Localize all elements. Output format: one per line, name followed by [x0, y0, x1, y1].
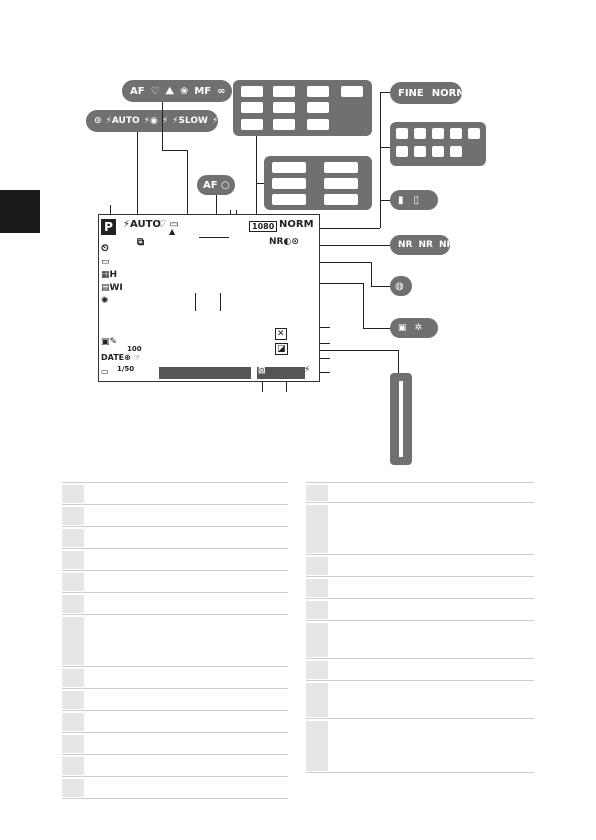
table-number-cell [62, 617, 84, 665]
table-number-cell [306, 601, 328, 619]
af-icon: AF [130, 85, 145, 97]
table-row [62, 549, 288, 571]
continuous-icon: ⧉ [137, 237, 145, 248]
legend-table-left [62, 482, 288, 799]
table-row [306, 503, 534, 555]
focus-mode-indicator: ♡ ▭ [157, 219, 179, 230]
image-size-callout [390, 122, 486, 166]
flash-modes-callout: ⊙ ⚡AUTO ⚡◉ ⚡ ⚡SLOW ⚡ [86, 110, 218, 132]
ev-icon: ◪ [275, 343, 288, 355]
flash-off-icon: ⊙ [94, 116, 102, 126]
table-number-cell [62, 551, 84, 569]
table-number-cell [62, 595, 84, 613]
flash-ready-icon: ⚡ [304, 365, 311, 375]
norm-label: NORM [431, 87, 467, 99]
focus-area-brackets [195, 293, 221, 311]
battery-level-icon: ▭ [101, 367, 109, 376]
table-number-cell [306, 485, 328, 501]
noise-reduction-callout: NR NR NR [390, 235, 453, 255]
shutter-bar [159, 367, 251, 379]
table-number-cell [62, 529, 84, 547]
self-timer-icon: ⏲ [101, 243, 109, 254]
focus-modes-callout: AF ♡ ⛰ ❀ MF ∞ [122, 80, 232, 102]
legend-table-right [306, 482, 534, 773]
table-number-cell [306, 505, 328, 553]
table-number-cell [62, 669, 84, 687]
infinity-icon: ∞ [217, 85, 226, 97]
chapter-tab [0, 190, 40, 233]
table-row [62, 689, 288, 711]
table-row [62, 755, 288, 777]
table-row [62, 527, 288, 549]
table-number-cell [62, 691, 84, 709]
table-row [62, 733, 288, 755]
table-row [306, 555, 534, 577]
table-number-cell [62, 507, 84, 525]
flash-rear-icon: ⚡ [211, 116, 219, 126]
monitor-callout: ▮ ▯ [390, 190, 438, 210]
image-quality-callout: FINE NORM [390, 82, 466, 104]
camera-screen: P ⚡AUTO ♡ ▭ ▲ 1080 NORM NR◐⊙ ⧉ ⏲ ▭ ▦H ▤W… [98, 214, 320, 382]
flash-auto-icon: ⚡AUTO [105, 116, 140, 126]
macro-icon: ♡ [150, 85, 160, 97]
table-row [62, 505, 288, 527]
table-number-cell [62, 735, 84, 753]
table-row [62, 711, 288, 733]
wb-icon: ▦H [101, 270, 118, 280]
table-number-cell [306, 557, 328, 575]
redeye-icon: ⚡◉ [143, 116, 158, 126]
movie-size-callout [233, 80, 372, 136]
nr-indicator: NR◐⊙ [269, 237, 299, 247]
flash-mode-indicator: ⚡AUTO [123, 219, 161, 230]
table-number-cell [62, 713, 84, 731]
table-number-cell [306, 721, 328, 771]
table-row [62, 571, 288, 593]
print-date-icon: ▣✎ [101, 337, 118, 347]
table-row [306, 659, 534, 681]
fine-label: FINE [398, 87, 424, 99]
table-row [306, 681, 534, 719]
mf-icon: MF [194, 85, 212, 97]
table-row [306, 719, 534, 773]
battery-icon: ▭ [101, 257, 110, 267]
table-number-cell [306, 579, 328, 597]
table-number-cell [62, 573, 84, 591]
image-quality-indicator: NORM [279, 219, 314, 230]
table-row [62, 615, 288, 667]
exposure-comp-icon: ✕ [275, 328, 287, 340]
table-number-cell [62, 485, 84, 503]
table-row [306, 577, 534, 599]
table-row [306, 621, 534, 659]
flash-slow-icon: ⚡SLOW [172, 116, 208, 126]
flash-fill-icon: ⚡ [161, 116, 169, 126]
flower-icon: ❀ [179, 85, 189, 97]
shooting-mode-badge: P [101, 219, 116, 235]
table-row [62, 777, 288, 799]
aperture-bar [257, 367, 305, 379]
table-number-cell [306, 661, 328, 679]
vr-callout: ◍ [390, 276, 412, 296]
table-row [62, 593, 288, 615]
zoom-scale-callout [390, 373, 412, 465]
mountain-icon: ⛰ [165, 85, 174, 97]
table-row [306, 599, 534, 621]
table-row [62, 667, 288, 689]
sun-icon: ✺ [101, 296, 109, 306]
table-number-cell [62, 779, 84, 797]
table-number-cell [306, 683, 328, 717]
scene-callout: ▣✲ [390, 318, 438, 338]
table-row [62, 483, 288, 505]
af-area-callout: AF ○ [197, 175, 235, 195]
table-number-cell [62, 757, 84, 775]
hs-movie-callout [264, 156, 372, 210]
iso-icon: ▤WI [101, 283, 123, 293]
table-row [306, 483, 534, 503]
table-number-cell [306, 623, 328, 657]
date-imprint-indicator: DATE⊕ ☞ [101, 353, 141, 362]
movie-size-indicator: 1080 [249, 221, 278, 232]
